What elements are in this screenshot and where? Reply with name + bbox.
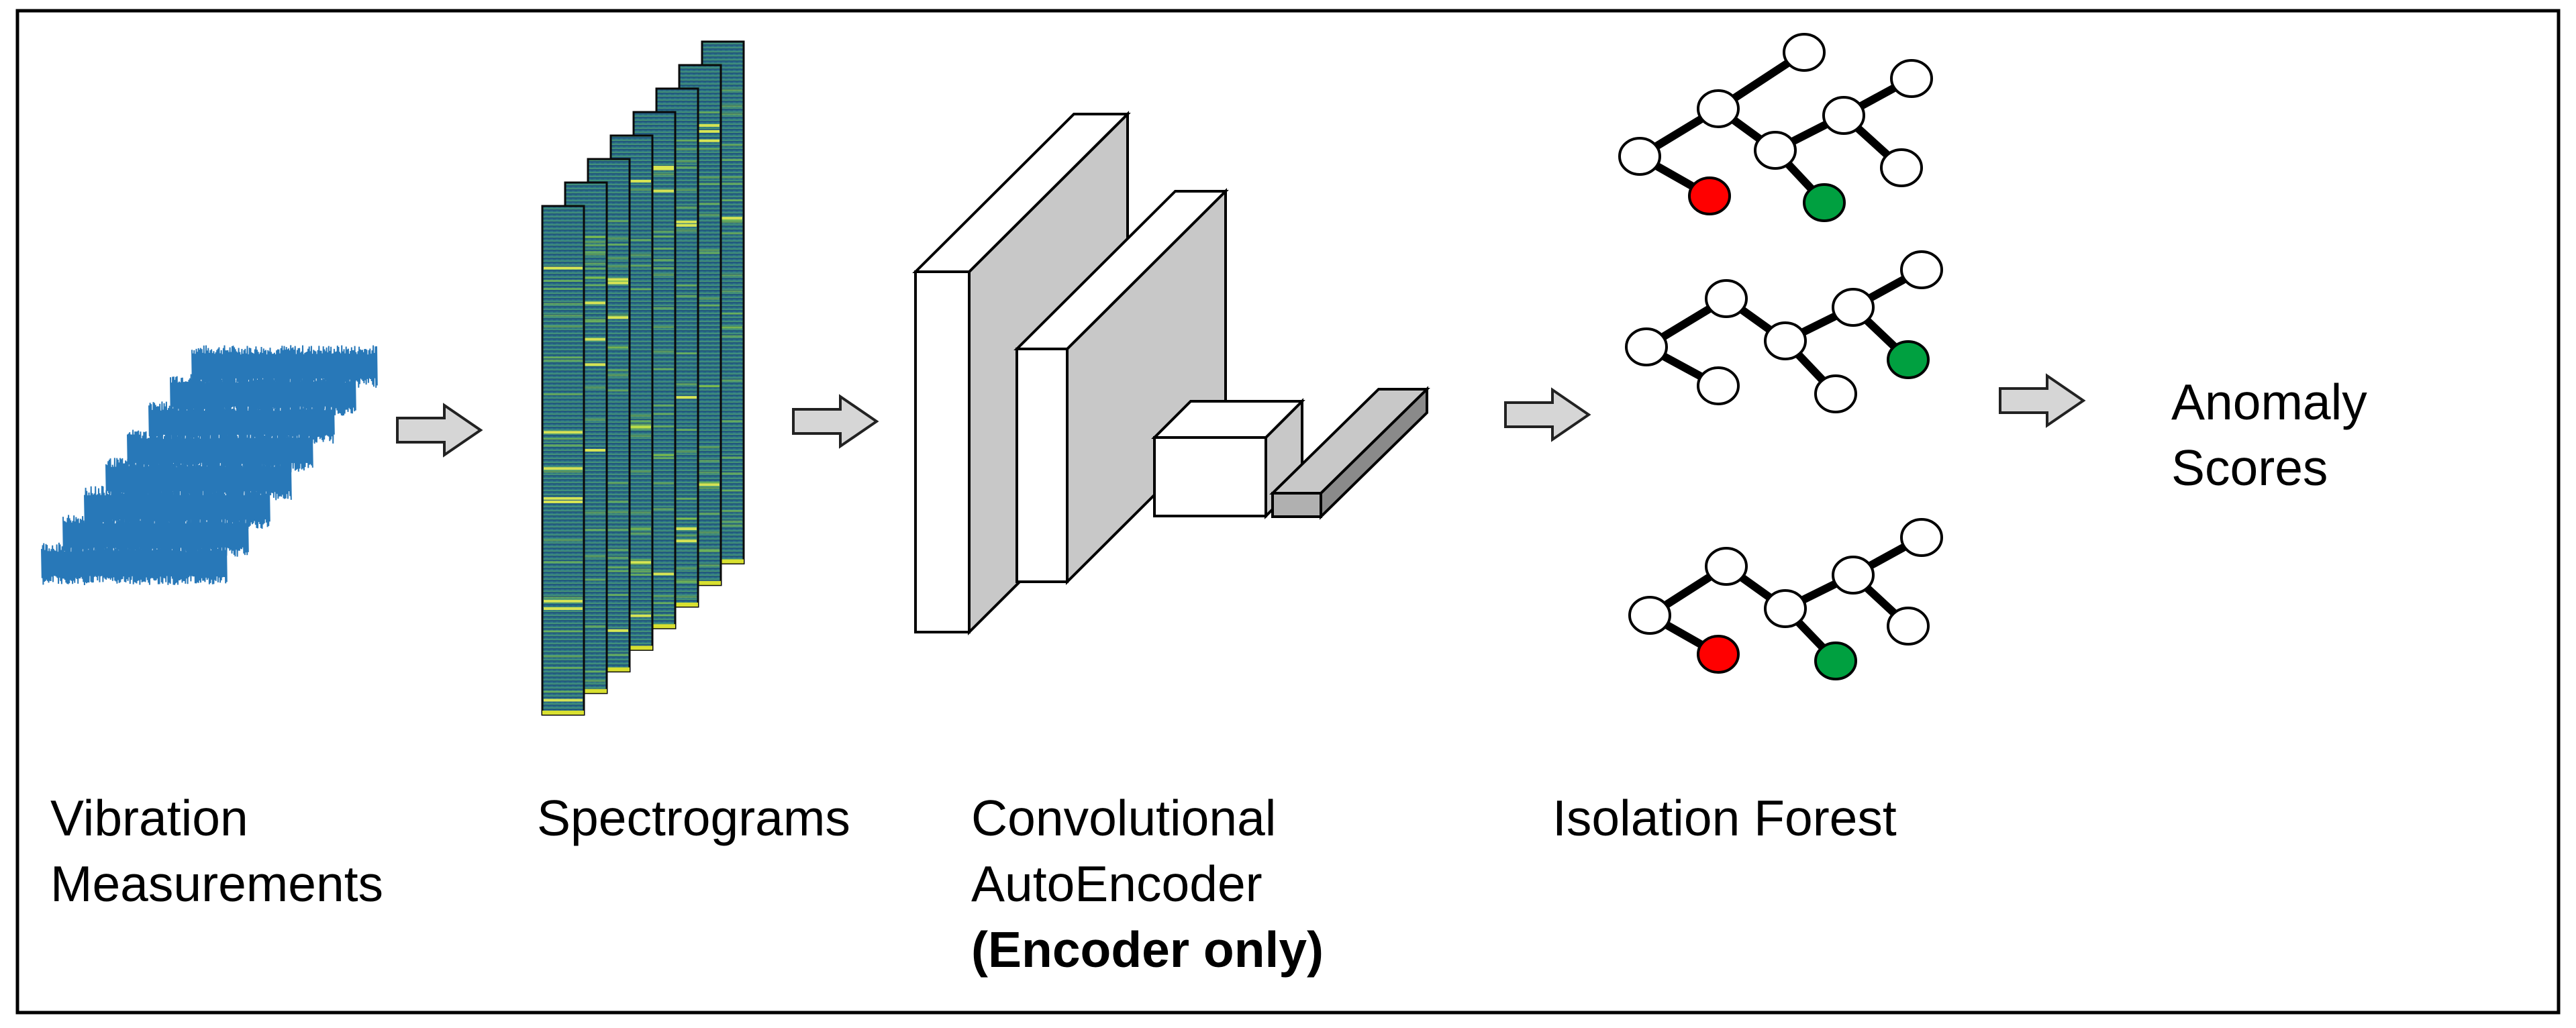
scores-label: Anomaly Scores	[2171, 369, 2367, 501]
tree-node	[1618, 137, 1661, 176]
tree-node	[1697, 89, 1740, 128]
cae-label-line1: Convolutional	[971, 790, 1277, 846]
vibration-signals	[41, 345, 378, 586]
tree-node	[1822, 96, 1865, 135]
tree	[1628, 518, 1943, 680]
cae-label-line3: (Encoder only)	[971, 921, 1324, 978]
tree-node	[1705, 279, 1748, 318]
signal-trace	[62, 514, 249, 557]
spectrogram-stack	[541, 40, 745, 716]
tree-node	[1705, 547, 1748, 586]
scores-label-line2: Scores	[2171, 440, 2328, 496]
signal-trace	[105, 457, 292, 501]
signal-trace	[41, 542, 228, 586]
tree-node	[1890, 59, 1933, 98]
vibration-label-line1: Vibration	[50, 790, 248, 846]
spectrogram-frame	[541, 205, 585, 716]
tree-node	[1900, 518, 1943, 557]
tree-node	[1880, 148, 1923, 187]
encoder-blocks	[912, 111, 1430, 635]
spectrograms-label-text: Spectrograms	[537, 790, 850, 846]
forest-label-text: Isolation Forest	[1552, 790, 1897, 846]
tree-node	[1783, 33, 1826, 72]
arrow-3-icon	[1504, 387, 1591, 442]
tree	[1618, 33, 1933, 222]
vibration-label-line2: Measurements	[50, 856, 384, 912]
tree-node	[1814, 374, 1857, 413]
forest-label: Isolation Forest	[1552, 785, 1897, 851]
normal-node	[1814, 641, 1857, 680]
tree-node	[1754, 131, 1797, 170]
anomaly-node	[1697, 635, 1740, 674]
signal-trace	[148, 401, 335, 444]
tree-node	[1887, 607, 1930, 646]
isolation-forest-trees	[1618, 33, 1943, 680]
vibration-label: Vibration Measurements	[50, 785, 383, 917]
tree-node	[1832, 556, 1875, 595]
normal-node	[1803, 183, 1846, 222]
spectrograms-label: Spectrograms	[537, 785, 850, 851]
tree	[1625, 250, 1943, 413]
diagram-border	[15, 9, 2561, 1015]
signal-trace	[191, 345, 378, 388]
latent-vector	[1269, 386, 1430, 520]
cae-label-line2: AutoEncoder	[971, 856, 1262, 912]
conv-layer-3	[1151, 398, 1305, 519]
tree-node	[1764, 321, 1807, 360]
scores-label-line1: Anomaly	[2171, 374, 2367, 430]
tree-node	[1625, 327, 1668, 366]
tree-node	[1764, 589, 1807, 628]
tree-node	[1832, 288, 1875, 327]
tree-node	[1628, 596, 1671, 635]
arrow-4-icon	[1999, 373, 2086, 428]
tree-node	[1697, 366, 1740, 405]
signal-trace	[84, 485, 270, 529]
signal-trace	[127, 429, 313, 472]
anomaly-node	[1688, 176, 1731, 215]
cae-label: Convolutional AutoEncoder (Encoder only)	[971, 785, 1324, 982]
arrow-2-icon	[792, 394, 879, 449]
tree-node	[1900, 250, 1943, 289]
normal-node	[1887, 340, 1930, 379]
arrow-1-icon	[396, 403, 483, 458]
